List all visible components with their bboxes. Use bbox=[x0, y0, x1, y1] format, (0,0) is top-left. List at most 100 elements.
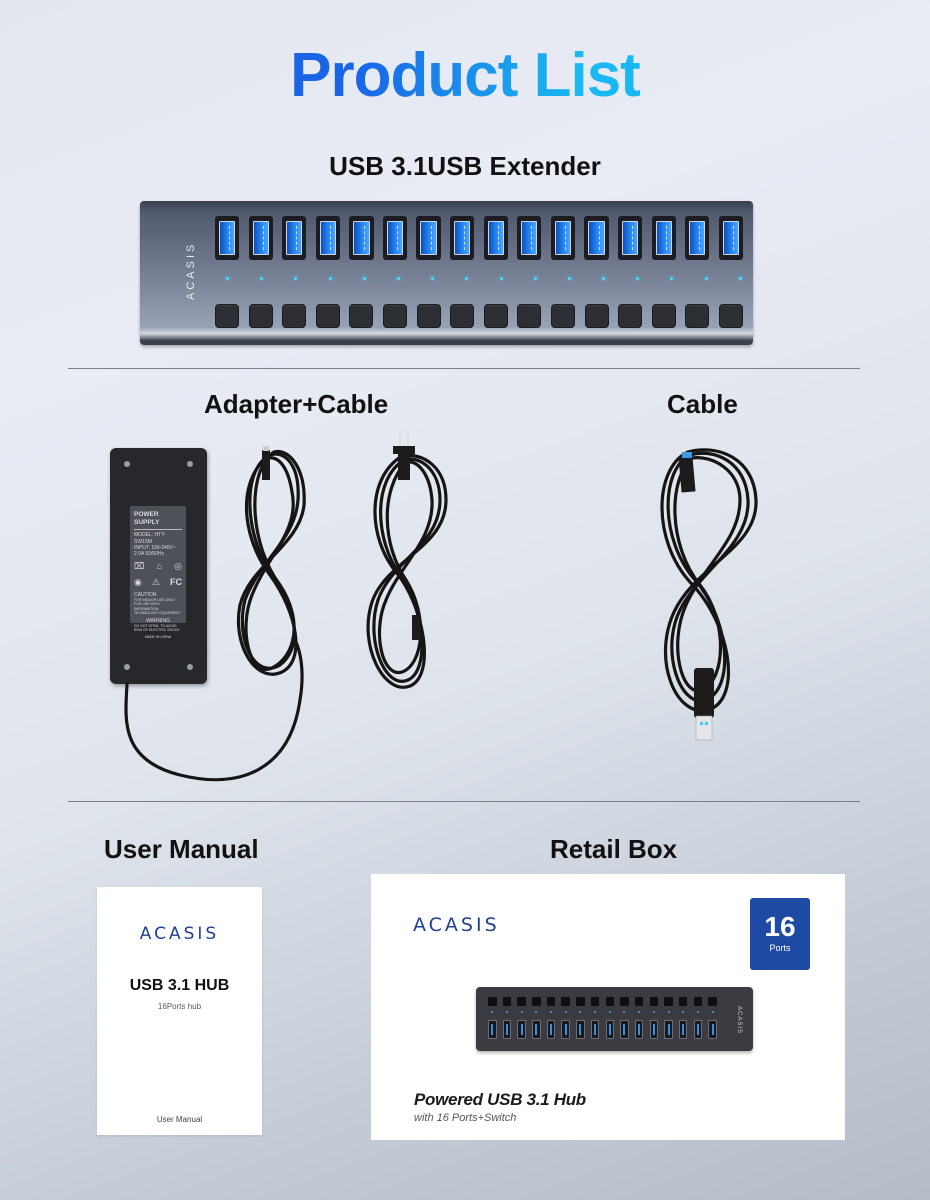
led-indicator bbox=[704, 277, 708, 280]
usb-port bbox=[282, 216, 307, 260]
port-switch-button bbox=[651, 304, 676, 328]
box-product-title: Powered USB 3.1 Hub bbox=[414, 1090, 586, 1109]
mini-switch bbox=[576, 997, 585, 1006]
port-switch-button bbox=[416, 304, 441, 328]
mini-led bbox=[650, 1011, 659, 1013]
weee-icon: ⌧ bbox=[134, 561, 145, 572]
mini-led bbox=[694, 1011, 703, 1013]
mini-hub-ports bbox=[488, 1020, 717, 1039]
retail-box-section-label: Retail Box bbox=[550, 834, 678, 864]
usb-port bbox=[315, 216, 340, 260]
mini-port bbox=[620, 1020, 629, 1039]
mini-led bbox=[708, 1011, 717, 1013]
usb-port bbox=[215, 216, 240, 260]
led-indicator bbox=[499, 277, 503, 280]
hub-section-label: USB 3.1USB Extender bbox=[329, 151, 601, 181]
label-line: INPUT: 100-240V~ 2.0A 50/60Hz bbox=[134, 544, 176, 557]
mini-port bbox=[693, 1020, 703, 1039]
mini-switch bbox=[634, 997, 644, 1006]
led-indicator bbox=[226, 277, 229, 280]
user-manual-image: ACASIS USB 3.1 HUB 16Ports hub User Manu… bbox=[97, 887, 262, 1135]
caution-text: FOR INDOOR USE ONLY. FOR USE WITH INFORM… bbox=[134, 598, 181, 616]
mini-switch bbox=[693, 997, 703, 1006]
led-indicator bbox=[738, 277, 742, 280]
section-divider bbox=[68, 368, 860, 369]
usb-hub-image: ACASIS bbox=[140, 201, 753, 345]
warning-icon: ⚠ bbox=[151, 576, 160, 587]
mini-led bbox=[561, 1011, 570, 1013]
mini-port bbox=[590, 1020, 600, 1039]
certification-symbols: ◉ ⚠ FC bbox=[134, 577, 182, 588]
mini-switch bbox=[590, 997, 600, 1006]
mini-port bbox=[576, 1020, 585, 1039]
box-brand-logo: ACASIS bbox=[413, 914, 500, 936]
port-switch-button bbox=[248, 304, 273, 328]
usb-port bbox=[550, 216, 575, 260]
box-hub-illustration: ACASIS bbox=[476, 987, 753, 1051]
port-switch-button bbox=[315, 304, 340, 328]
port-switch-button bbox=[215, 304, 239, 328]
mini-switch bbox=[546, 997, 556, 1006]
adapter-section-label: Adapter+Cable bbox=[204, 389, 389, 419]
led-indicator bbox=[328, 277, 332, 280]
mini-port bbox=[678, 1020, 688, 1039]
mini-switch bbox=[678, 997, 688, 1006]
mini-led bbox=[620, 1011, 629, 1013]
led-indicator bbox=[294, 277, 298, 280]
mini-switch bbox=[532, 997, 541, 1006]
warning-heading: WARNING bbox=[146, 617, 170, 624]
led-indicator bbox=[533, 277, 537, 280]
box-product-subtitle: with 16 Ports+Switch bbox=[414, 1112, 517, 1124]
led-indicator bbox=[362, 277, 366, 280]
led-indicator bbox=[396, 277, 400, 280]
port-switch-button bbox=[584, 304, 609, 328]
mini-hub-logo: ACASIS bbox=[736, 1005, 742, 1034]
mini-led bbox=[547, 1011, 556, 1013]
mini-port bbox=[605, 1020, 614, 1039]
mini-switch bbox=[649, 997, 659, 1006]
mini-switch bbox=[488, 997, 497, 1006]
manual-subtitle: 16Ports hub bbox=[157, 1002, 202, 1011]
led-indicator bbox=[602, 277, 606, 280]
mini-led bbox=[576, 1011, 585, 1013]
hub-switch-buttons bbox=[215, 304, 743, 328]
led-indicator bbox=[670, 277, 674, 280]
led-indicator bbox=[636, 277, 640, 280]
usb-port bbox=[450, 216, 475, 260]
port-switch-button bbox=[282, 304, 307, 328]
mini-led bbox=[606, 1011, 615, 1013]
mini-port bbox=[502, 1020, 512, 1039]
mini-led bbox=[503, 1011, 512, 1013]
mini-switch bbox=[502, 997, 512, 1006]
mini-port bbox=[546, 1020, 556, 1039]
port-switch-button bbox=[718, 304, 743, 328]
mini-port bbox=[561, 1020, 570, 1039]
usb-port bbox=[416, 216, 441, 260]
label-line: MODEL: HTY-SW15M bbox=[134, 532, 166, 545]
led-indicator bbox=[260, 277, 264, 280]
hub-usb-ports bbox=[215, 216, 743, 260]
usb-port bbox=[248, 216, 273, 260]
port-switch-button bbox=[483, 304, 508, 328]
mini-led bbox=[591, 1011, 600, 1013]
cable-section-label: Cable bbox=[667, 389, 738, 419]
made-in-text: MADE IN CHINA bbox=[144, 634, 172, 639]
mini-led bbox=[635, 1011, 644, 1013]
section-divider bbox=[68, 801, 860, 802]
warning-text: DO NOT OPEN. TO AVOID RISK OF ELECTRIC S… bbox=[134, 623, 180, 633]
mini-switch bbox=[605, 997, 614, 1006]
mini-port bbox=[708, 1020, 717, 1039]
led-indicator bbox=[431, 277, 435, 280]
port-switch-button bbox=[517, 304, 542, 328]
port-switch-button bbox=[685, 304, 710, 328]
mini-port bbox=[517, 1020, 526, 1039]
ul-icon: ◎ bbox=[174, 561, 182, 572]
mini-switch bbox=[620, 997, 629, 1006]
retail-box-image: ACASIS 16 Ports ACASIS Powered USB 3.1 H… bbox=[371, 874, 845, 1140]
mini-port bbox=[649, 1020, 659, 1039]
ports-badge-unit: Ports bbox=[769, 943, 791, 953]
usb-port bbox=[617, 216, 643, 260]
manual-section-label: User Manual bbox=[104, 834, 259, 864]
usb-port bbox=[483, 216, 508, 260]
ports-badge-number: 16 bbox=[764, 911, 796, 942]
